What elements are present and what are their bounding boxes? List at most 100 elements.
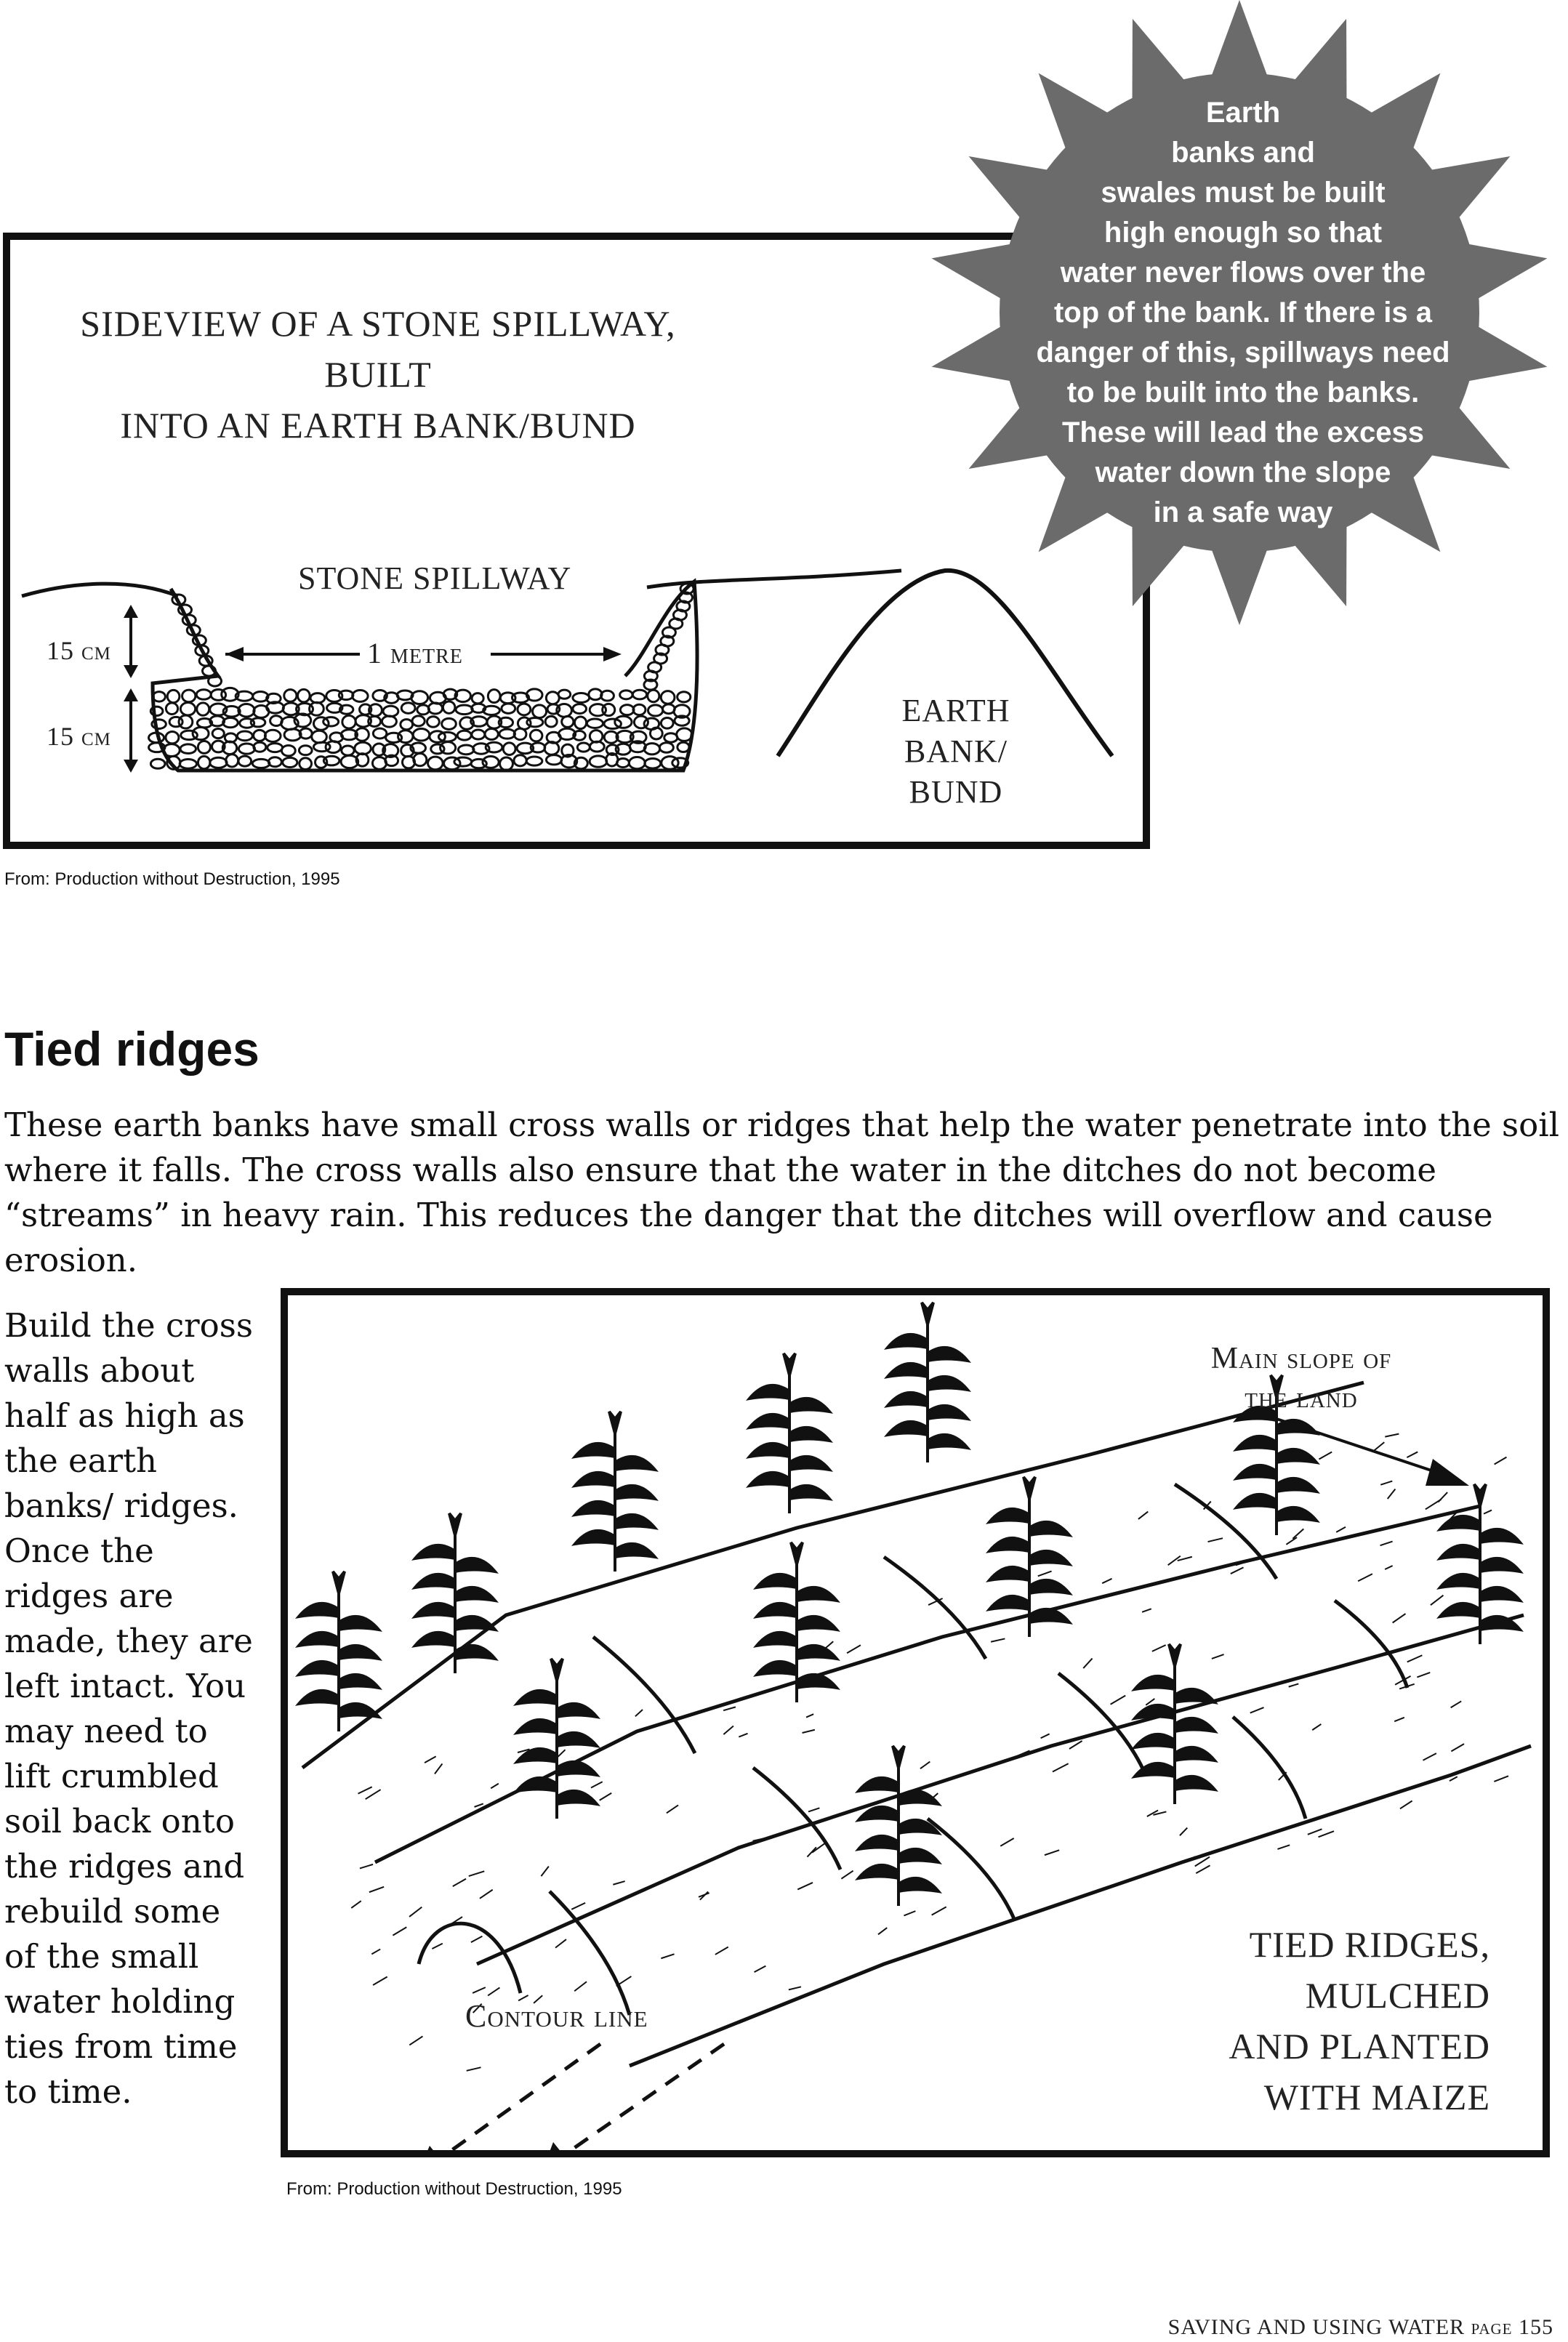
sun-ray <box>1364 470 1441 552</box>
callout-line: water never flows over the <box>1060 257 1426 289</box>
maize-leaf <box>788 1426 833 1443</box>
stone <box>314 755 329 769</box>
ridge-row <box>475 1613 1524 1966</box>
stone <box>196 754 212 770</box>
maize-leaf <box>454 1586 499 1603</box>
stone <box>177 714 194 730</box>
stone <box>397 729 414 744</box>
height-arrowhead-top-up <box>124 605 138 618</box>
stone <box>185 624 201 637</box>
contour-arrowhead-left <box>427 2146 433 2150</box>
stone <box>643 757 662 770</box>
stone <box>294 701 315 717</box>
stone <box>430 743 446 755</box>
maize-leaf <box>337 1615 382 1632</box>
stone <box>629 730 648 744</box>
mulch-stroke <box>752 1837 767 1842</box>
maize-leaf <box>1275 1448 1320 1465</box>
maize-leaf <box>571 1529 616 1546</box>
mulch-stroke <box>1146 1809 1159 1817</box>
stone <box>671 757 690 769</box>
stone <box>162 743 181 757</box>
stone <box>437 731 457 743</box>
maize-leaf <box>1028 1521 1073 1537</box>
maize-leaf <box>788 1484 833 1501</box>
mulch-stroke <box>1101 1577 1112 1585</box>
maize-leaf <box>795 1615 840 1632</box>
stone <box>614 715 633 729</box>
maize-leaf <box>795 1644 840 1661</box>
stone <box>588 729 604 744</box>
stone <box>526 717 544 728</box>
maize-leaf <box>855 1864 900 1880</box>
tied-ridges-figure-title: TIED RIDGES, MULCHED AND PLANTED WITH MA… <box>1178 1919 1490 2122</box>
width-arrowhead-right <box>603 647 622 661</box>
maize-leaf <box>926 1346 971 1363</box>
spillway-title-line-1: SIDEVIEW OF A STONE SPILLWAY, BUILT <box>80 303 676 395</box>
mulch-stroke <box>1179 1856 1196 1864</box>
stone <box>151 691 166 703</box>
maize-leaf <box>753 1573 798 1590</box>
maize-leaf <box>926 1375 971 1392</box>
maize-leaf <box>454 1615 499 1632</box>
mulch-stroke <box>1311 1723 1322 1731</box>
stone <box>267 756 283 768</box>
callout-line: in a safe way <box>1153 496 1333 528</box>
mulch-stroke <box>1407 1654 1423 1663</box>
mulch-stroke <box>1357 1573 1373 1582</box>
maize-leaf <box>746 1413 791 1430</box>
stone <box>453 756 473 768</box>
mulch-stroke <box>392 1926 407 1936</box>
stone <box>679 582 695 595</box>
stone <box>676 741 691 753</box>
stone <box>179 701 197 717</box>
maize-tassel <box>1167 1643 1182 1672</box>
maize-leaf <box>746 1471 791 1488</box>
mulch-stroke <box>1318 1830 1335 1838</box>
side-line: the ridges and <box>4 1847 245 1886</box>
stone <box>237 754 253 768</box>
spillway-figure-title: SIDEVIEW OF A STONE SPILLWAY, BUILT INTO… <box>51 298 705 451</box>
mulch-stroke <box>409 1906 422 1918</box>
stone <box>632 715 649 730</box>
mulch-stroke <box>808 1807 820 1813</box>
mulch-stroke <box>1195 1864 1210 1875</box>
mulch-stroke <box>698 1892 710 1898</box>
maize-leaf <box>295 1660 340 1677</box>
maize-leaf <box>753 1602 798 1619</box>
stone <box>340 744 355 757</box>
stone <box>659 690 676 705</box>
mulch-stroke <box>479 1888 494 1899</box>
side-line: soil back onto <box>4 1802 235 1840</box>
stone <box>354 727 370 742</box>
maize-leaf <box>795 1586 840 1603</box>
mulch-stroke <box>1380 1540 1393 1547</box>
mulch-stroke <box>1235 1559 1252 1566</box>
stone <box>571 703 587 715</box>
mulch-stroke <box>1082 1657 1093 1669</box>
stone <box>367 715 382 728</box>
stone <box>298 757 313 771</box>
mulch-stroke <box>1037 1570 1052 1577</box>
stone <box>512 727 528 741</box>
spillway-stones <box>148 582 695 772</box>
mulch-stroke <box>371 1948 381 1955</box>
maize-leaf <box>897 1819 942 1835</box>
mulch-stroke <box>1040 1733 1050 1739</box>
stone <box>456 729 473 741</box>
mulch-stroke <box>434 1763 443 1774</box>
mulch-stroke <box>490 1782 499 1790</box>
stone <box>459 716 475 731</box>
stone <box>237 742 256 755</box>
stone <box>472 742 491 755</box>
maize-leaf <box>855 1806 900 1822</box>
mulch-stroke <box>555 1939 567 1949</box>
side-line: lift crumbled <box>4 1757 219 1795</box>
cross-tie <box>1173 1482 1279 1580</box>
mulch-stroke <box>846 1644 861 1654</box>
ground-line-right <box>646 568 902 589</box>
mulch-stroke <box>1177 1556 1193 1562</box>
mulch-stroke <box>1417 1672 1431 1678</box>
stone <box>252 741 268 753</box>
mulch-stroke <box>1494 1775 1509 1782</box>
